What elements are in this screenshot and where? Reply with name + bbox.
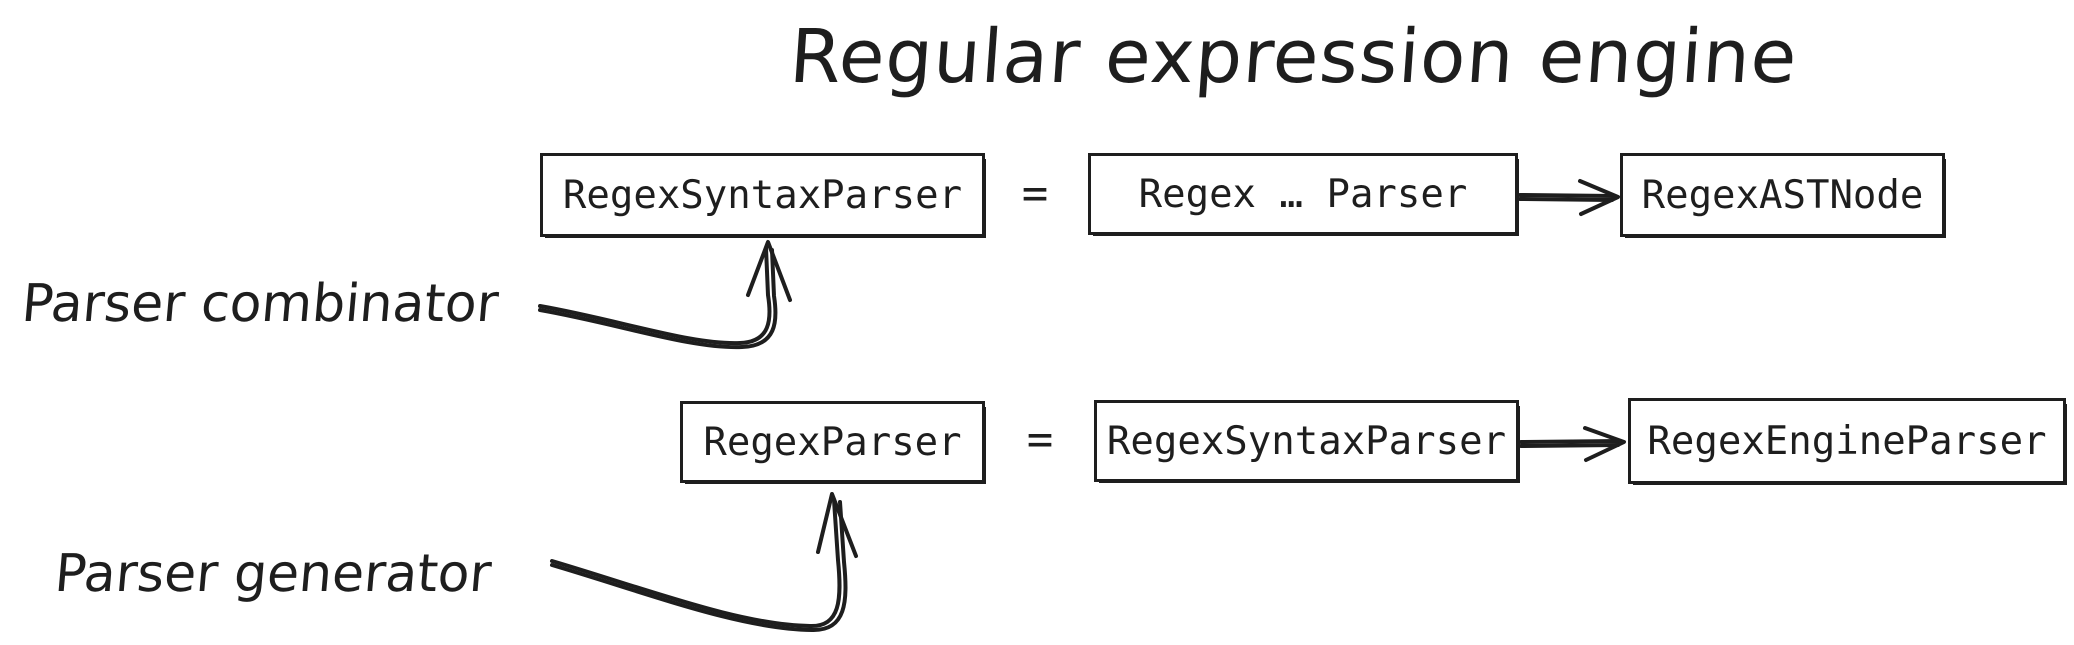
annotation-arrow-combinator-shadow	[538, 248, 778, 350]
page-title: Regular expression engine	[786, 14, 1801, 100]
annotation-arrowhead-generator	[816, 492, 858, 558]
arrow-row1	[1518, 193, 1616, 198]
annotation-parser-generator: Parser generator	[52, 544, 494, 604]
annotation-parser-combinator: Parser combinator	[19, 274, 501, 334]
equals-sign-row2: =	[1026, 414, 1054, 465]
box-regex-ast-node: RegexASTNode	[1620, 153, 1946, 238]
box-regex-syntax-parser-composed: RegexSyntaxParser	[1094, 400, 1520, 483]
box-regex-syntax-parser: RegexSyntaxParser	[540, 153, 986, 238]
equals-sign-row1: =	[1021, 168, 1049, 219]
arrowhead-row2	[1583, 426, 1626, 462]
arrow-row2-shadow	[1519, 443, 1620, 448]
box-regex-parser-sequence: Regex … Parser	[1088, 153, 1519, 236]
arrow-row1-shadow	[1518, 197, 1614, 202]
box-regex-engine-parser: RegexEngineParser	[1628, 398, 2067, 485]
annotation-arrowhead-combinator	[746, 240, 792, 302]
arrowhead-row1	[1578, 179, 1620, 216]
box-regex-parser: RegexParser	[680, 401, 986, 484]
annotation-arrow-generator-shadow	[550, 500, 848, 633]
annotation-arrow-generator	[550, 498, 842, 629]
annotation-arrow-combinator	[538, 246, 772, 346]
arrow-row2	[1519, 439, 1622, 444]
